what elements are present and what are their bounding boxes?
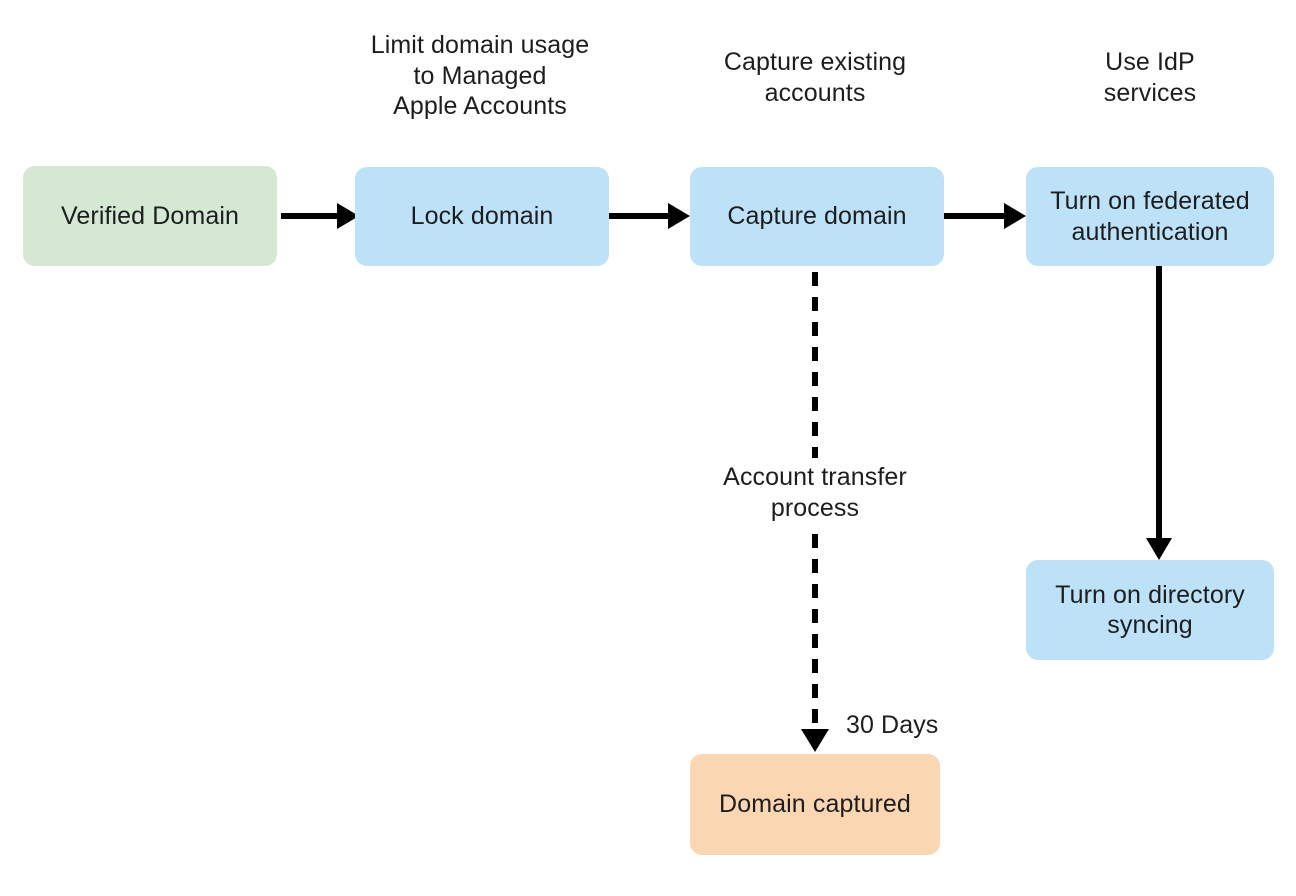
node-verified-domain[interactable]: Verified Domain (23, 166, 277, 266)
caption-lock-domain: Limit domain usage to Managed Apple Acco… (370, 31, 590, 120)
node-federated-auth-label: Turn on federated authentication (1050, 187, 1250, 246)
node-directory-syncing-label: Turn on directory syncing (1055, 580, 1245, 640)
node-federated-auth[interactable]: Turn on federated authentication (1026, 167, 1274, 266)
node-lock-domain[interactable]: Lock domain (355, 167, 609, 266)
node-lock-domain-label: Lock domain (410, 202, 554, 231)
edge-capture-to-federated (944, 203, 1026, 229)
edge-lock-to-capture (609, 203, 690, 229)
node-capture-domain[interactable]: Capture domain (690, 167, 944, 266)
node-domain-captured[interactable]: Domain captured (690, 754, 940, 855)
edge-verified-to-lock (281, 203, 359, 229)
caption-capture-domain: Capture existing accounts (723, 48, 907, 107)
caption-account-transfer: Account transfer process (723, 463, 907, 522)
caption-federated-auth: Use IdP services (1103, 48, 1197, 107)
edge-federated-to-directory (1146, 266, 1172, 560)
node-capture-domain-label: Capture domain (727, 202, 907, 231)
node-directory-syncing[interactable]: Turn on directory syncing (1026, 560, 1274, 660)
node-domain-captured-label: Domain captured (719, 790, 911, 819)
caption-thirty-days: 30 Days (846, 711, 939, 739)
node-verified-domain-label: Verified Domain (61, 201, 239, 230)
